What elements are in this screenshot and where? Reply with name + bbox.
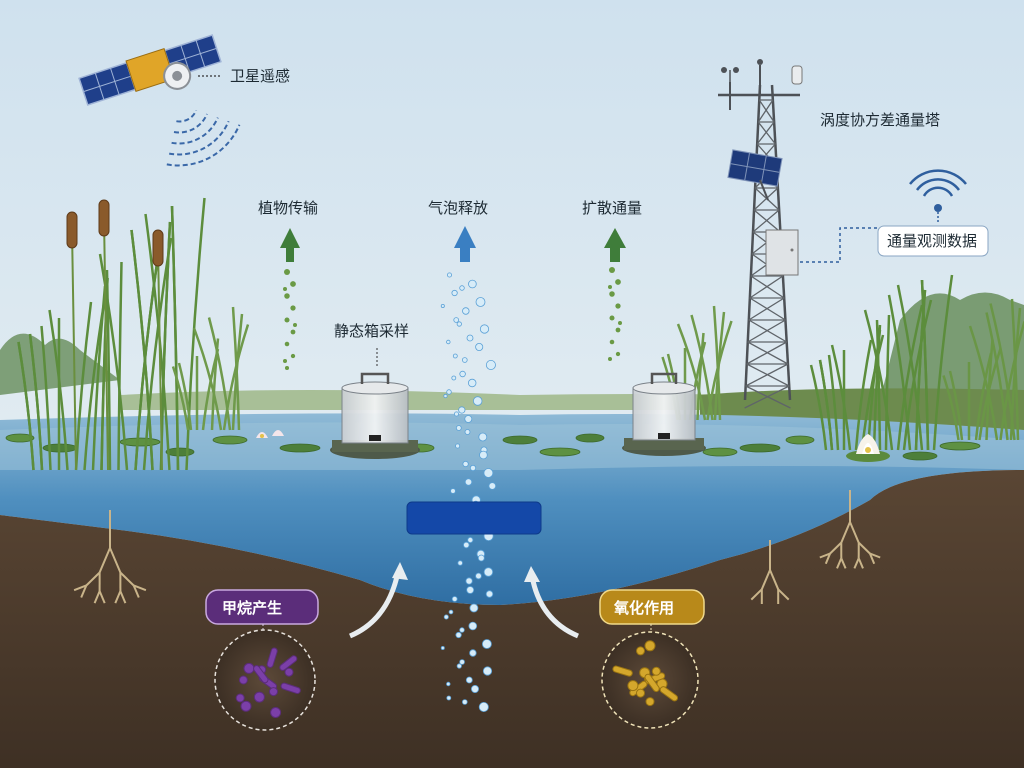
bubble-release-arrow [454, 226, 476, 262]
eddy-tower-label: 涡度协方差通量塔 [820, 111, 940, 129]
methane-production-label: 甲烷产生 [222, 599, 282, 617]
remote-sensing-signal [166, 109, 241, 167]
lily-pads [5, 433, 981, 461]
methane-upward-arrow-left [348, 571, 401, 639]
microbe-icon [214, 629, 316, 731]
flux-data-box [877, 225, 989, 257]
cattail-icon [17, 197, 250, 471]
empty-label-box [406, 501, 542, 535]
plant-transport-arrow [280, 228, 300, 262]
plant-transport-label: 植物传输 [258, 199, 318, 217]
arrow-head-right [524, 566, 540, 582]
methane-upward-arrow-right [529, 575, 580, 639]
static-chamber-label: 静态箱采样 [334, 322, 409, 340]
static-chamber-icon [622, 372, 706, 456]
eddy-covariance-tower [718, 59, 803, 409]
reeds-right [661, 274, 1024, 451]
plant-roots [73, 490, 881, 605]
oxidation-tag [599, 589, 705, 625]
oxidation-label: 氧化作用 [613, 599, 674, 617]
static-chamber-icon [330, 372, 420, 459]
plant-transport-dots [283, 269, 297, 371]
signal-icon [909, 169, 967, 224]
microbe-icon [601, 631, 699, 729]
data-link-line [800, 227, 880, 263]
arrow-head-left [392, 562, 408, 580]
water-surface [0, 422, 1024, 470]
diffusion-flux-dots [608, 267, 622, 361]
satellite-icon [78, 34, 222, 106]
diffusion-flux-label: 扩散通量 [582, 199, 642, 217]
water-lily-icon [256, 430, 890, 462]
methane-production-tag [205, 589, 319, 625]
satellite-label: 卫星遥感 [230, 67, 290, 85]
diffusion-flux-arrow [604, 228, 626, 262]
bubble-release-label: 气泡释放 [428, 199, 488, 217]
flux-data-label: 通量观测数据 [887, 232, 977, 250]
